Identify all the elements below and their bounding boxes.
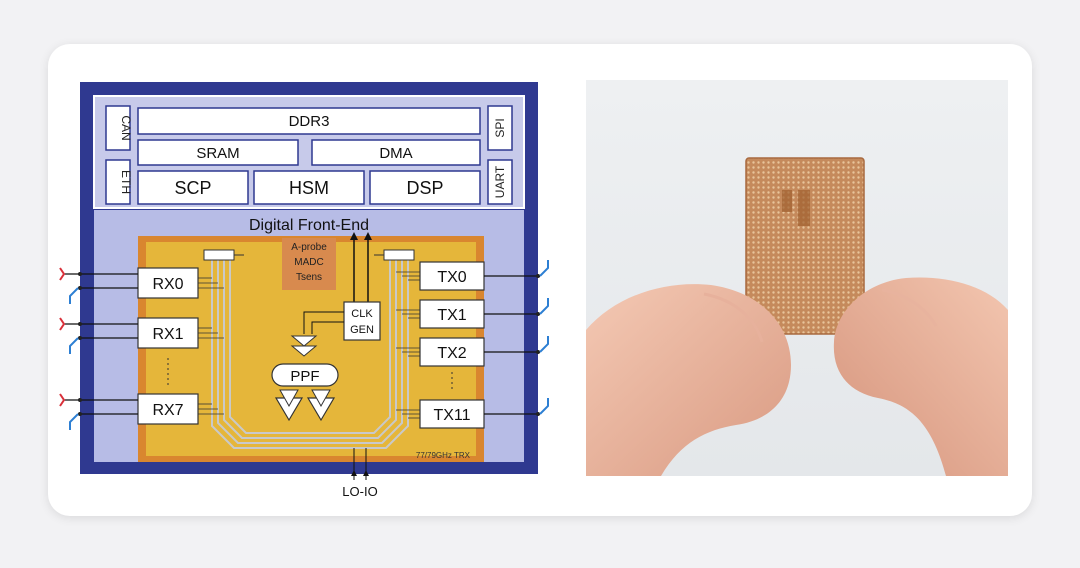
tx1-block: TX1 [437, 307, 466, 324]
rx7-block: RX7 [152, 402, 183, 419]
aprobe-label: A-probe [291, 242, 327, 253]
right-thumb [833, 277, 1008, 476]
lo-io-label: LO-IO [342, 484, 377, 499]
uart-label: UART [493, 165, 507, 198]
tsens-label: Tsens [296, 272, 322, 283]
tx0-block: TX0 [437, 269, 466, 286]
sram-block: SRAM [196, 145, 239, 162]
dsp-block: DSP [406, 178, 443, 198]
spi-label: SPI [493, 118, 507, 137]
dma-block: DMA [379, 145, 412, 162]
trx-label: 77/79GHz TRX [416, 451, 471, 460]
rx1-block: RX1 [152, 326, 183, 343]
clk-label: CLK [351, 308, 373, 320]
tx11-block: TX11 [433, 407, 470, 424]
scp-block: SCP [174, 178, 211, 198]
rx0-block: RX0 [152, 276, 183, 293]
radar-chip-photo [586, 80, 1008, 476]
gen-label: GEN [350, 324, 374, 336]
eth-label: ETH [119, 170, 133, 194]
dfe-title: Digital Front-End [249, 217, 369, 234]
chip-package [745, 157, 865, 335]
ddr3-block: DDR3 [289, 113, 330, 130]
ppf-label: PPF [290, 368, 319, 385]
can-label: CAN [119, 115, 133, 140]
tx2-block: TX2 [437, 345, 466, 362]
madc-label: MADC [294, 257, 323, 268]
hsm-block: HSM [289, 178, 329, 198]
radar-chip-block-diagram: CAN ETH SPI UART DDR3 SRAM DMA SCP HSM D… [54, 76, 550, 508]
left-thumb [586, 284, 791, 476]
